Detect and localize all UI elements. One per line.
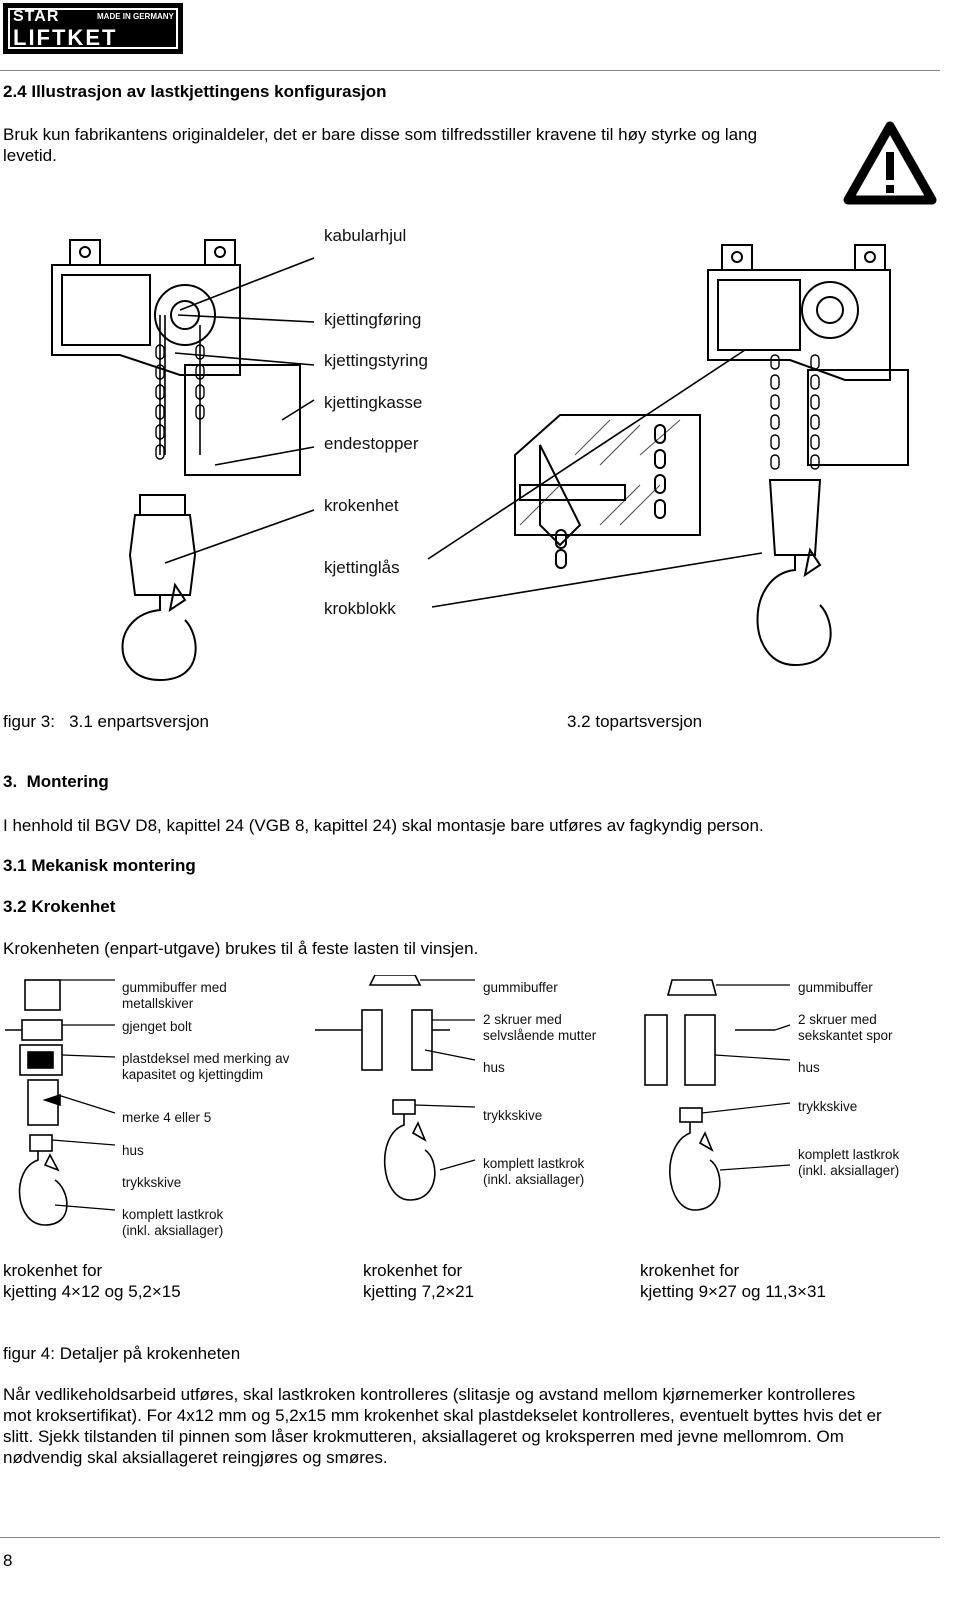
- maintenance-text-line2: mot kroksertifikat). For 4x12 mm og 5,2x…: [3, 1406, 882, 1425]
- header-divider: [0, 70, 940, 71]
- fig4-c2-label-lastkrok-1: komplett lastkrok: [483, 1156, 585, 1171]
- fig4-c3-label-skruer-2: sekskantet spor: [798, 1028, 893, 1043]
- section-3-2-text: Krokenheten (enpart-utgave) brukes til å…: [3, 939, 479, 958]
- fig4-c1-label-gjenget-bolt: gjenget bolt: [122, 1019, 192, 1034]
- section-3-text: I henhold til BGV D8, kapittel 24 (VGB 8…: [3, 816, 764, 835]
- fig4-caption-1-line2: kjetting 4×12 og 5,2×15: [3, 1282, 181, 1301]
- section-2-4-text-line1: Bruk kun fabrikantens originaldeler, det…: [3, 125, 758, 144]
- label-kabularhjul: kabularhjul: [324, 226, 407, 245]
- logo-text-liftket: LIFTKET: [13, 25, 118, 50]
- label-kjettingkasse: kjettingkasse: [324, 393, 423, 412]
- fig4-c1-label-plastdeksel-1: plastdeksel med merking av: [122, 1051, 290, 1066]
- figure-4-caption: figur 4: Detaljer på krokenheten: [3, 1344, 241, 1363]
- fig4-c1-label-gummibuffer-2: metallskiver: [122, 996, 194, 1011]
- maintenance-text-line4: nødvendig skal aksiallageret reingjøres …: [3, 1448, 388, 1467]
- warning-triangle-icon: [843, 121, 937, 205]
- label-krokenhet: krokenhet: [324, 496, 399, 515]
- fig4-caption-2-line1: krokenhet for: [363, 1261, 463, 1280]
- logo-made-in-germany: MADE IN GERMANY: [97, 12, 174, 21]
- fig4-c3-label-hus: hus: [798, 1060, 820, 1075]
- fig4-c1-label-plastdeksel-2: kapasitet og kjettingdim: [122, 1067, 264, 1082]
- fig4-c1-label-lastkrok-1: komplett lastkrok: [122, 1207, 224, 1222]
- fig4-c2-label-hus: hus: [483, 1060, 505, 1075]
- fig4-c3-label-lastkrok-2: (inkl. aksiallager): [798, 1163, 900, 1178]
- fig4-c3-label-gummibuffer: gummibuffer: [798, 980, 873, 995]
- fig4-c2-label-skruer-1: 2 skruer med: [483, 1012, 562, 1027]
- section-2-4-text-line2: levetid.: [3, 146, 57, 165]
- fig4-c2-label-gummibuffer: gummibuffer: [483, 980, 558, 995]
- section-2-4-title: 2.4 Illustrasjon av lastkjettingens konf…: [3, 82, 387, 101]
- fig4-c3-label-trykkskive: trykkskive: [798, 1099, 858, 1114]
- fig4-c1-label-lastkrok-2: (inkl. aksiallager): [122, 1223, 224, 1238]
- fig4-c1-label-merke: merke 4 eller 5: [122, 1110, 212, 1125]
- fig4-c2-label-trykkskive: trykkskive: [483, 1108, 543, 1123]
- figure-4-drawing: [5, 975, 791, 1226]
- section-3-1-title: 3.1 Mekanisk montering: [3, 856, 196, 875]
- fig4-caption-1-line1: krokenhet for: [3, 1261, 103, 1280]
- section-3-2-title: 3.2 Krokenhet: [3, 897, 116, 916]
- fig4-caption-2-line2: kjetting 7,2×21: [363, 1282, 475, 1301]
- label-kjettinglas: kjettinglås: [324, 558, 400, 577]
- maintenance-text-line3: slitt. Sjekk tilstanden til pinnen som l…: [3, 1427, 844, 1446]
- fig4-c3-label-skruer-1: 2 skruer med: [798, 1012, 877, 1027]
- fig4-caption-3-line1: krokenhet for: [640, 1261, 740, 1280]
- figure-3-caption-left: figur 3: 3.1 enpartsversjon: [3, 712, 210, 731]
- fig4-c2-label-lastkrok-2: (inkl. aksiallager): [483, 1172, 585, 1187]
- label-endestopper: endestopper: [324, 434, 419, 453]
- figure-3-caption-right: 3.2 topartsversjon: [567, 712, 703, 731]
- figure-3-drawing: [51, 239, 909, 682]
- footer-divider: [0, 1537, 940, 1538]
- logo-text-star: STAR: [13, 8, 60, 25]
- section-3-title: 3. Montering: [3, 772, 109, 791]
- fig4-c1-label-gummibuffer-1: gummibuffer med: [122, 980, 227, 995]
- maintenance-text-line1: Når vedlikeholdsarbeid utføres, skal las…: [3, 1385, 856, 1404]
- page-number: 8: [3, 1551, 13, 1570]
- fig4-c1-label-trykkskive: trykkskive: [122, 1175, 182, 1190]
- fig4-c3-label-lastkrok-1: komplett lastkrok: [798, 1147, 900, 1162]
- label-kjettingstyring: kjettingstyring: [324, 351, 428, 370]
- fig4-caption-3-line2: kjetting 9×27 og 11,3×31: [640, 1282, 826, 1301]
- label-kjettingforing: kjettingføring: [324, 310, 422, 329]
- fig4-c2-label-skruer-2: selvslående mutter: [483, 1028, 597, 1043]
- fig4-c1-label-hus: hus: [122, 1143, 144, 1158]
- starliftket-logo: STAR MADE IN GERMANY LIFTKET: [3, 3, 183, 54]
- label-krokblokk: krokblokk: [324, 599, 396, 618]
